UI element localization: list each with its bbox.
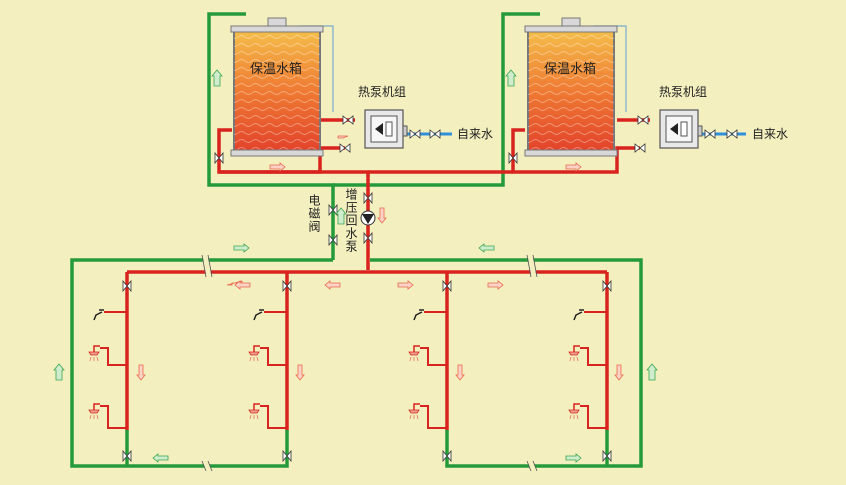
riser-valve — [122, 280, 612, 462]
heat-pump-label-left: 热泵机组 — [358, 85, 407, 99]
pipe-break-mark — [201, 254, 538, 472]
faucet-icon — [93, 309, 585, 321]
heat-pump-label-right: 热泵机组 — [659, 85, 708, 99]
tap-water-label-right: 自来水 — [752, 127, 789, 141]
return-loop — [70, 258, 643, 468]
heat-pump-unit-left — [364, 109, 408, 149]
tap-water-label-left: 自来水 — [457, 127, 494, 141]
tank-label-right: 保温水箱 — [544, 62, 597, 77]
booster-pump — [360, 192, 376, 244]
solenoid-valve-label: 电磁阀 — [307, 194, 321, 233]
storage-tank-left — [230, 17, 324, 157]
pipe-break-mark — [202, 254, 537, 472]
heat-pump-unit-right — [659, 109, 703, 149]
branch-lines — [100, 311, 607, 429]
tank-supply-pipe — [217, 118, 650, 270]
storage-tank-right — [524, 17, 618, 157]
supply-header — [125, 270, 609, 430]
flow-arrow-return — [53, 69, 658, 463]
flow-arrow-hot — [136, 135, 624, 381]
shower-icon — [88, 345, 581, 420]
booster-pump-label: 增压回水泵 — [344, 188, 358, 253]
tank-label-left: 保温水箱 — [250, 62, 303, 77]
